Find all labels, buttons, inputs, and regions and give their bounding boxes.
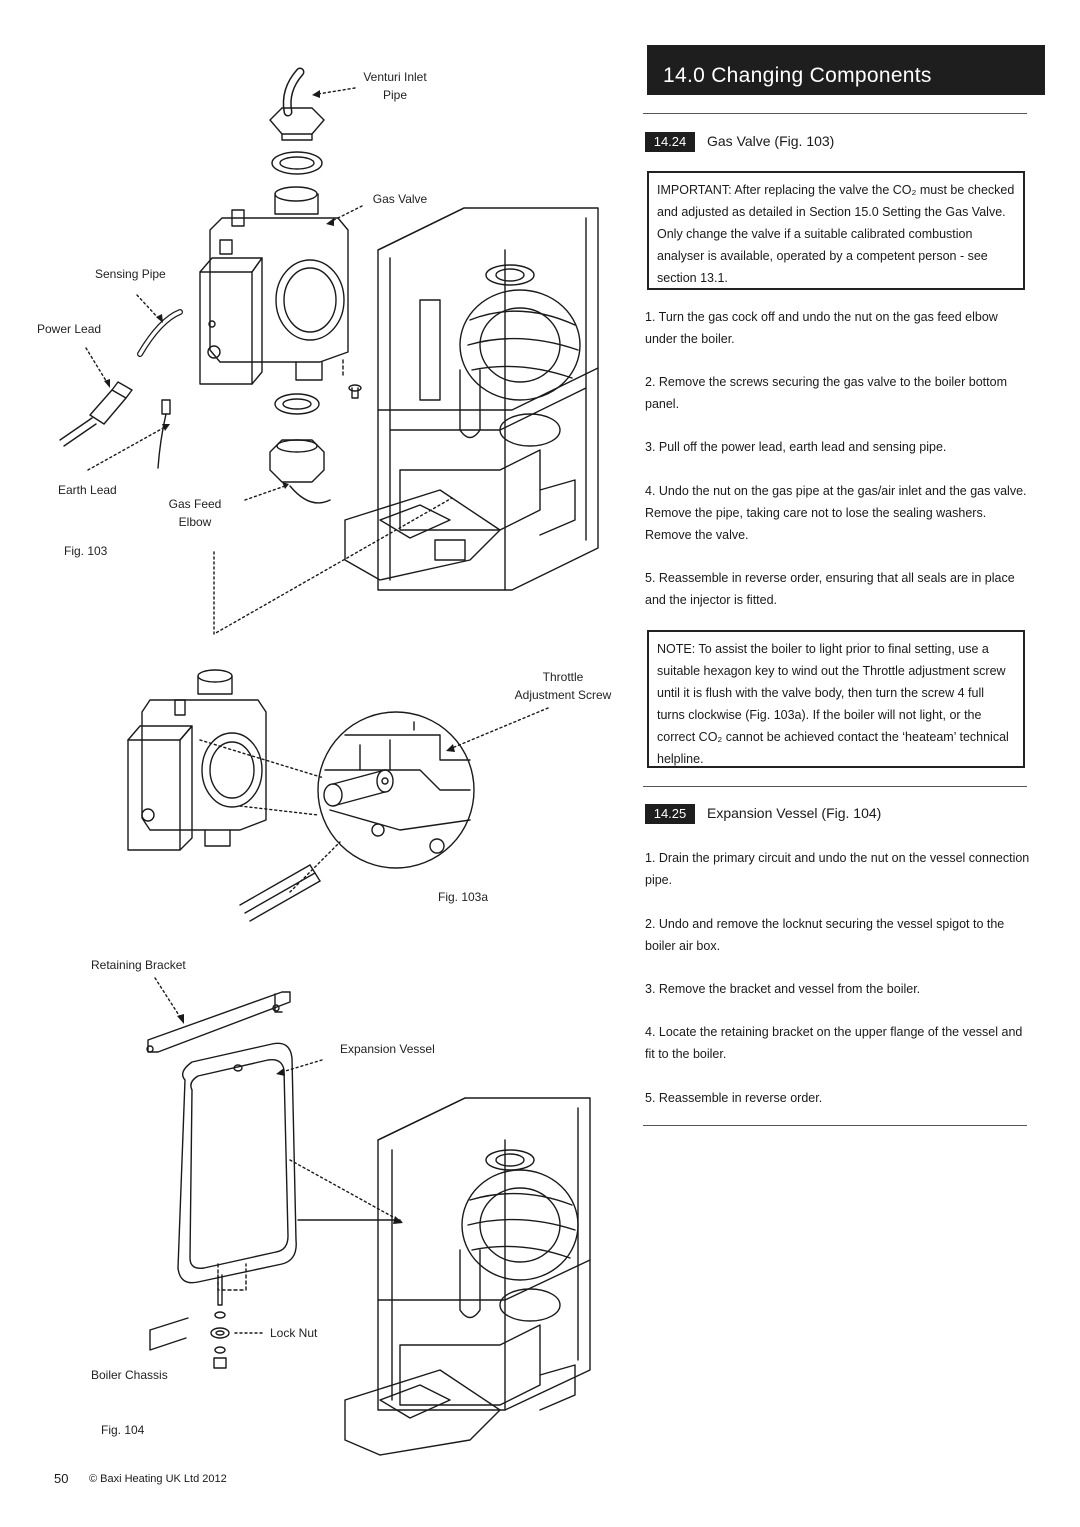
note-text: NOTE: To assist the boiler to light prio… bbox=[657, 642, 1009, 766]
figure-caption-104: Fig. 104 bbox=[101, 1423, 145, 1437]
subsection-title: Expansion Vessel (Fig. 104) bbox=[707, 805, 882, 821]
boiler-cutaway-fig-103 bbox=[344, 207, 599, 591]
step-paragraph: 5. Reassemble in reverse order, ensuring… bbox=[645, 571, 1015, 607]
label-line: Venturi Inlet bbox=[363, 70, 427, 84]
label-line: Elbow bbox=[178, 515, 212, 529]
figure-caption-103: Fig. 103 bbox=[64, 544, 108, 558]
hexagon-key bbox=[239, 864, 321, 922]
figure-caption-103a: Fig. 103a bbox=[438, 890, 489, 904]
label-line: Pipe bbox=[382, 88, 408, 102]
sealing-washer-lower bbox=[274, 393, 320, 415]
leader-arrowheads bbox=[446, 744, 455, 752]
divider bbox=[643, 113, 1027, 114]
subsection-number: 14.24 bbox=[645, 132, 695, 152]
label-retaining-bracket: Retaining Bracket bbox=[91, 958, 186, 972]
copyright-notice: © Baxi Heating UK Ltd 2012 bbox=[89, 1473, 227, 1485]
step-paragraph: 2. Undo and remove the locknut securing … bbox=[645, 917, 1005, 953]
label-gas-valve: Gas Valve bbox=[372, 192, 428, 206]
label-sensing-pipe: Sensing Pipe bbox=[95, 267, 166, 281]
label-earth-lead: Earth Lead bbox=[58, 483, 117, 497]
vessel-spigot-and-lock-nut bbox=[149, 1263, 247, 1369]
divider bbox=[643, 786, 1027, 787]
step-paragraph: 4. Locate the retaining bracket on the u… bbox=[645, 1025, 1023, 1061]
label-line: Throttle bbox=[542, 670, 584, 684]
page-number: 50 bbox=[54, 1471, 69, 1486]
label-lock-nut: Lock Nut bbox=[270, 1326, 318, 1340]
sealing-washer-upper bbox=[271, 151, 323, 175]
retaining-bracket bbox=[146, 991, 291, 1053]
divider bbox=[643, 1125, 1027, 1126]
step-paragraph: 1. Turn the gas cock off and undo the nu… bbox=[645, 310, 998, 346]
power-lead-plug bbox=[59, 381, 133, 447]
subsection-title: Gas Valve (Fig. 103) bbox=[707, 133, 835, 149]
step-paragraph: 3. Pull off the power lead, earth lead a… bbox=[645, 440, 947, 454]
label-boiler-chassis: Boiler Chassis bbox=[91, 1368, 168, 1382]
subsection-number: 14.25 bbox=[645, 804, 695, 824]
boiler-cutaway-fig-104 bbox=[344, 1097, 591, 1456]
leader-lines-fig-103 bbox=[85, 87, 453, 635]
step-paragraph: 5. Reassemble in reverse order. bbox=[645, 1091, 823, 1105]
securing-screw bbox=[342, 359, 362, 399]
step-paragraph: 1. Drain the primary circuit and undo th… bbox=[645, 851, 1030, 887]
technical-illustrations bbox=[59, 67, 599, 1456]
label-expansion-vessel: Expansion Vessel bbox=[340, 1042, 435, 1056]
leader-arrowheads bbox=[177, 1014, 403, 1224]
step-paragraph: 2. Remove the screws securing the gas va… bbox=[645, 375, 1007, 411]
venturi-inlet-pipe bbox=[269, 67, 325, 141]
leader-lines-fig-103a bbox=[199, 707, 549, 893]
step-paragraph: 3. Remove the bracket and vessel from th… bbox=[645, 982, 921, 996]
label-throttle-adjustment-screw: Throttle Adjustment Screw bbox=[505, 670, 621, 703]
step-paragraph: 4. Undo the nut on the gas pipe at the g… bbox=[645, 484, 1027, 542]
label-line: Gas Feed bbox=[168, 497, 222, 511]
gas-valve-fig-103a bbox=[127, 669, 267, 851]
important-box: IMPORTANT: After replacing the valve the… bbox=[647, 171, 1025, 290]
label-gas-feed-elbow: Gas Feed Elbow bbox=[155, 497, 235, 530]
section-title: 14.0 Changing Components bbox=[663, 64, 932, 87]
leader-lines-fig-104 bbox=[154, 977, 403, 1334]
important-text: IMPORTANT: After replacing the valve the… bbox=[657, 183, 1015, 285]
zoom-circle bbox=[317, 711, 475, 869]
label-venturi-inlet-pipe: Venturi Inlet Pipe bbox=[355, 70, 435, 103]
earth-lead-connector bbox=[157, 399, 171, 469]
label-power-lead: Power Lead bbox=[37, 322, 102, 336]
leader-arrowheads bbox=[104, 90, 334, 489]
note-box: NOTE: To assist the boiler to light prio… bbox=[647, 630, 1025, 768]
expansion-vessel bbox=[177, 1042, 297, 1306]
label-line: Adjustment Screw bbox=[514, 688, 612, 702]
sensing-pipe-hose bbox=[137, 309, 183, 357]
gas-valve-body bbox=[199, 186, 349, 385]
section-header: 14.0 Changing Components bbox=[647, 45, 1045, 95]
gas-feed-elbow-nut bbox=[269, 439, 331, 504]
